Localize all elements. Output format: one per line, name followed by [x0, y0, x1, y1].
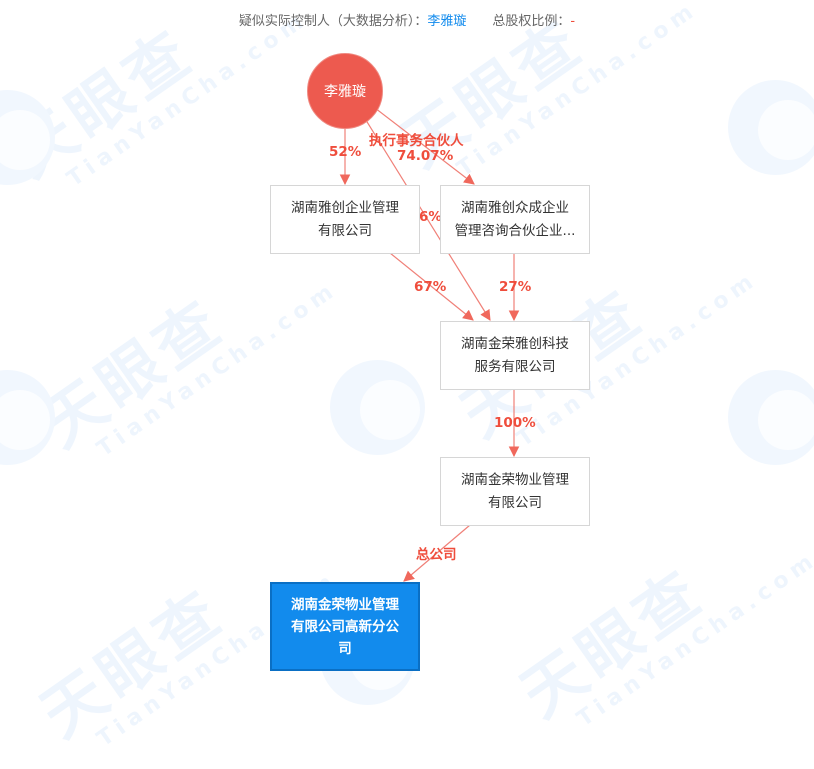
edge-label-67: 67%	[414, 279, 447, 295]
controller-name-link[interactable]: 李雅璇	[427, 14, 467, 29]
edge-label-52: 52%	[329, 144, 362, 160]
company-node-jinrong-property[interactable]: 湖南金荣物业管理有限公司	[440, 457, 590, 526]
edge-person-to-company-c	[363, 116, 491, 321]
company-name-line: 湖南金荣雅创科技	[461, 335, 569, 352]
controller-summary: 疑似实际控制人（大数据分析）：李雅璇 总股权比例：-	[0, 10, 814, 29]
edge-label-role: 执行事务合伙人	[369, 133, 464, 149]
person-name: 李雅璇	[324, 84, 366, 100]
company-node-jinrong-yachuang-tech[interactable]: 湖南金荣雅创科技服务有限公司	[440, 321, 590, 390]
edge-label-27: 27%	[499, 279, 532, 295]
company-node-yachuang-zhongcheng[interactable]: 湖南雅创众成企业管理咨询合伙企业...	[440, 185, 590, 254]
edge-label-100: 100%	[494, 415, 536, 431]
company-name-line: 湖南金荣物业管理	[461, 471, 569, 488]
target-name-line: 司	[338, 640, 352, 657]
company-name-line: 管理咨询合伙企业...	[454, 222, 576, 239]
company-name-line: 湖南雅创企业管理	[291, 199, 399, 216]
target-company-node[interactable]: 湖南金荣物业管理有限公司高新分公司	[270, 582, 420, 671]
target-name-line: 湖南金荣物业管理	[291, 596, 399, 613]
edge-label-74: 74.07%	[397, 148, 454, 164]
edge-label-6: 6%	[419, 209, 442, 225]
controller-label: 疑似实际控制人（大数据分析）：	[238, 14, 428, 29]
target-name-line: 有限公司高新分公	[291, 618, 399, 635]
company-name-line: 湖南雅创众成企业	[461, 199, 569, 216]
company-node-yachuang-management[interactable]: 湖南雅创企业管理有限公司	[270, 185, 420, 254]
person-node[interactable]: 李雅璇	[307, 53, 383, 129]
company-name-line: 服务有限公司	[474, 358, 556, 375]
edge-layer	[339, 107, 520, 582]
edge-company-d-to-target	[403, 524, 471, 582]
ratio-label: 总股权比例：	[492, 14, 571, 29]
edge-label-headquarters: 总公司	[416, 547, 457, 563]
edge-person-to-company-b	[374, 107, 475, 185]
edge-company-a-to-company-c	[389, 252, 474, 321]
ratio-value: -	[570, 14, 576, 29]
company-name-line: 有限公司	[318, 222, 372, 239]
company-name-line: 有限公司	[488, 494, 542, 511]
